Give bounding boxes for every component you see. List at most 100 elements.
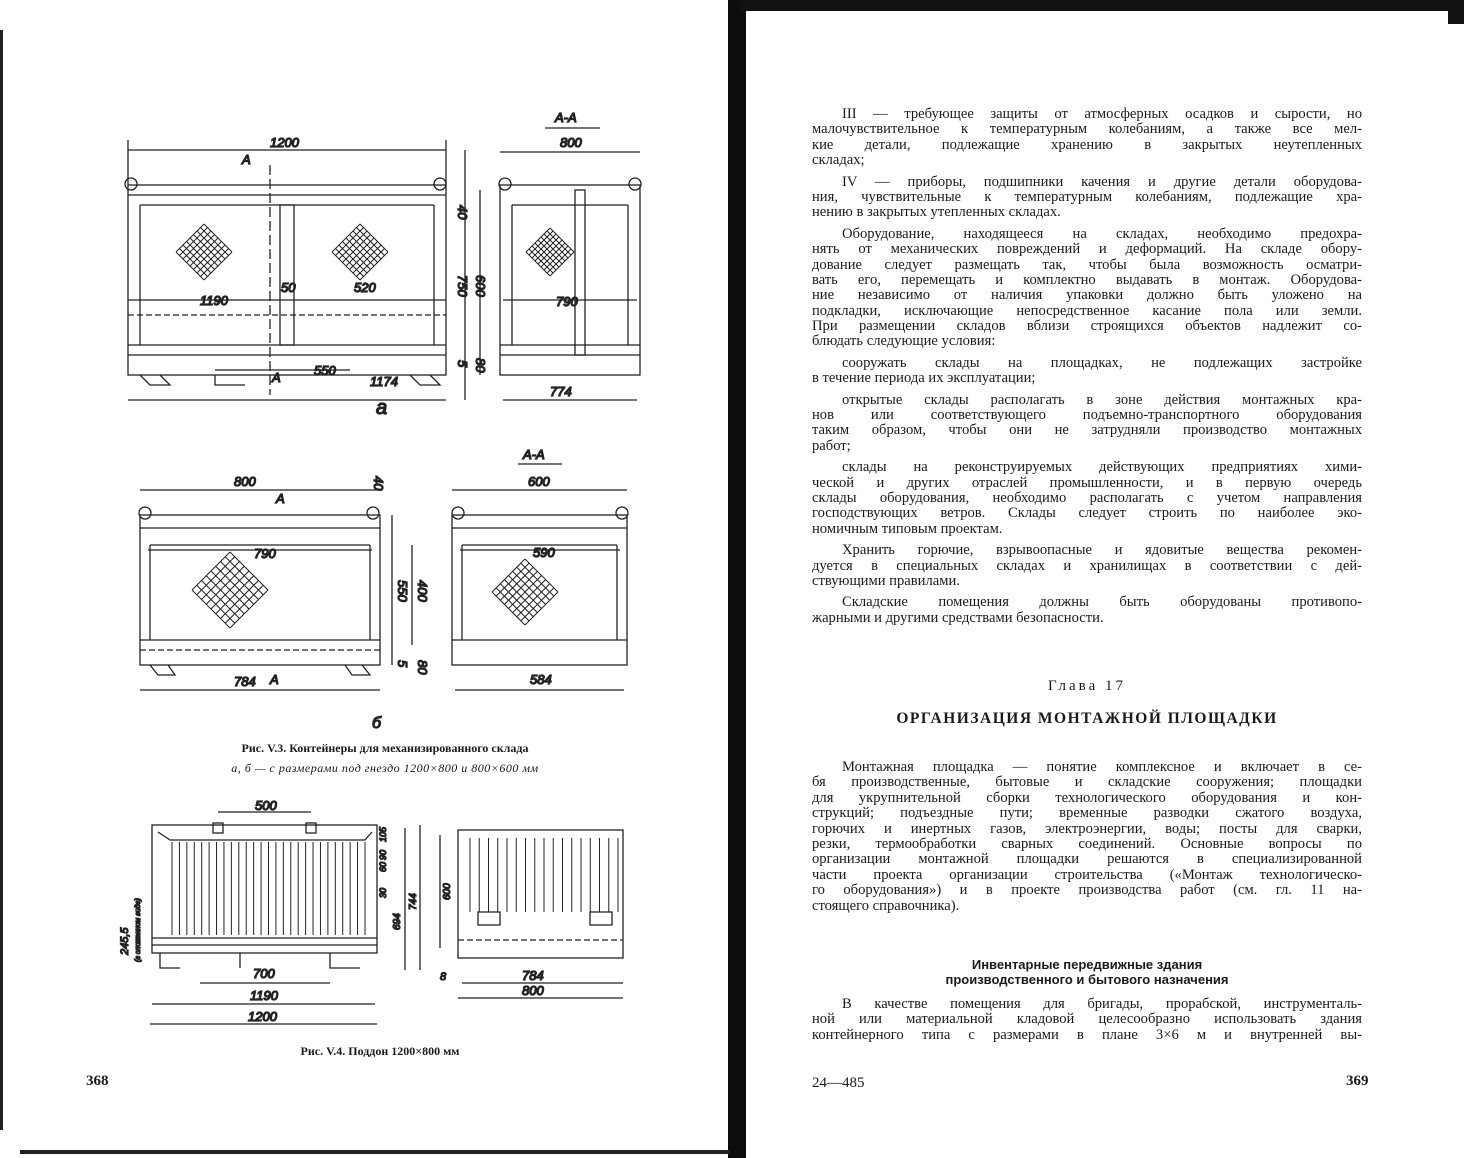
figure-v4-caption: Рис. V.4. Поддон 1200×800 мм bbox=[240, 1044, 520, 1059]
scan-border-corner bbox=[1448, 0, 1464, 24]
text-line: склады на реконструируемых действующих п… bbox=[842, 459, 1362, 476]
hatch-line bbox=[543, 233, 569, 259]
text-line: кие детали, подлежащие хранению в закрыт… bbox=[812, 136, 1362, 153]
hatch-line bbox=[524, 591, 559, 626]
section-marker-a: A bbox=[271, 370, 281, 385]
text-line: таким образом, чтобы они не затрудняли п… bbox=[812, 422, 1362, 439]
section-heading-line: производственного и бытового назначения bbox=[945, 972, 1229, 987]
hatch-line bbox=[345, 237, 375, 267]
text-line: для укрупнительной сборки технологическо… bbox=[812, 789, 1362, 806]
hatch-line bbox=[549, 251, 575, 277]
figure-b-side-view: A-A 600 590 584 bbox=[451, 446, 629, 691]
pallet-slats bbox=[469, 838, 619, 912]
hatch-line bbox=[540, 236, 566, 262]
dim-520: 520 bbox=[354, 280, 376, 295]
text-line: складах; bbox=[812, 152, 865, 169]
hatch-line bbox=[349, 234, 378, 263]
text-line: В качестве помещения для бригады, прораб… bbox=[842, 996, 1362, 1012]
hatch-line bbox=[356, 248, 385, 277]
dim-40: 40 bbox=[371, 476, 386, 491]
text-line: работ; bbox=[812, 437, 851, 454]
hatch-line bbox=[352, 230, 382, 260]
dim-1190: 1190 bbox=[250, 988, 279, 1003]
text-line: При размещении складов вблизи строящихся… bbox=[812, 318, 1362, 335]
dim-790: 790 bbox=[254, 546, 276, 561]
hatch-line bbox=[224, 556, 264, 596]
dim-700: 700 bbox=[253, 966, 275, 981]
mesh-hatch-diamond bbox=[525, 227, 575, 277]
hatch-line bbox=[516, 566, 551, 601]
dim-550: 550 bbox=[314, 363, 336, 378]
technical-drawings: 1200 A 1190 50 520 550 1174 A 40 750 600… bbox=[118, 109, 642, 1025]
page-edge-left bbox=[0, 30, 3, 1130]
dim-80: 80 bbox=[415, 660, 430, 675]
dim-5: 5 bbox=[395, 660, 410, 668]
printer-signature: 24—485 bbox=[812, 1075, 865, 1091]
hatch-line bbox=[546, 248, 572, 274]
dim-600: 600 bbox=[473, 275, 488, 297]
hatch-line bbox=[356, 227, 385, 256]
section-title-a-a: A-A bbox=[522, 447, 545, 462]
text-line: господствующих ветров. Склады следует ст… bbox=[812, 505, 1362, 522]
hatch-line bbox=[203, 251, 233, 281]
hatch-line bbox=[196, 244, 226, 274]
hatch-line bbox=[546, 230, 572, 256]
text-line: жарными и другими средствами безопасност… bbox=[812, 609, 1104, 626]
hatch-line bbox=[220, 561, 259, 600]
text-line: подкладки, исключающие непосредственное … bbox=[812, 302, 1362, 319]
section-marker-a: A bbox=[241, 152, 251, 167]
dim-80: 80 bbox=[473, 358, 488, 373]
text-line: резки, термообработки сварных соединений… bbox=[812, 835, 1362, 852]
dim-245-5: 245,5 bbox=[119, 927, 131, 956]
text-line: стоящего справочника). bbox=[812, 897, 960, 914]
hatch-line bbox=[540, 242, 566, 268]
mesh-hatch-diamond bbox=[491, 558, 559, 626]
dim-800: 800 bbox=[234, 474, 256, 489]
hatch-line bbox=[203, 223, 233, 253]
text-line: дуется в специальных складах и хранилища… bbox=[812, 557, 1362, 574]
dim-8: 8 bbox=[440, 971, 447, 983]
text-line: ческой и других отраслей промышленности,… bbox=[812, 474, 1362, 491]
dim-694: 694 bbox=[392, 913, 403, 930]
chapter-number: Глава 17 bbox=[1048, 678, 1126, 694]
hatch-line bbox=[200, 227, 229, 256]
dim-105: 105 bbox=[378, 826, 388, 842]
dim-60: 60 bbox=[378, 862, 388, 872]
dim-550: 550 bbox=[395, 580, 410, 602]
hatch-line bbox=[224, 584, 264, 624]
figure-letter-a: а bbox=[376, 397, 387, 419]
text-line: ствующими правилами. bbox=[812, 572, 960, 589]
text-line: склады оборудования, необходимо располаг… bbox=[812, 489, 1362, 506]
hatch-line bbox=[520, 587, 555, 622]
text-line: ние независимо от наличия упаковки должн… bbox=[812, 287, 1362, 304]
page-number-left: 368 bbox=[86, 1073, 109, 1089]
hatch-line bbox=[193, 241, 222, 270]
page-number-right: 369 bbox=[1346, 1073, 1369, 1089]
text-line: ния, чувствительные к температурным коле… bbox=[812, 188, 1362, 205]
text-line: блюдать следующие условия: bbox=[812, 333, 996, 350]
text-line: струкций; подъездные пути; временные раз… bbox=[812, 805, 1362, 822]
text-line: го оборудования») и в проекте производст… bbox=[812, 882, 1362, 899]
dim-784: 784 bbox=[234, 674, 256, 689]
text-line: нять от механических повреждений и дефор… bbox=[812, 241, 1362, 258]
hatch-line bbox=[543, 245, 569, 271]
hatch-line bbox=[215, 565, 255, 605]
text-line: номичным типовым проектам. bbox=[812, 520, 1003, 537]
dim-5: 5 bbox=[455, 360, 470, 368]
text-line: IV — приборы, подшипники качения и други… bbox=[842, 173, 1362, 190]
hatch-line bbox=[512, 579, 546, 613]
hatch-line bbox=[215, 575, 255, 615]
dim-774: 774 bbox=[550, 384, 572, 399]
mesh-hatch-diamond bbox=[191, 551, 269, 629]
hatch-line bbox=[352, 244, 382, 274]
hatch-line bbox=[349, 241, 378, 270]
hatch-line bbox=[193, 234, 222, 263]
hatch-line bbox=[200, 248, 229, 277]
dim-744: 744 bbox=[408, 893, 419, 910]
text-line: сооружать склады на площадках, не подлеж… bbox=[842, 354, 1362, 371]
text-line: в течение периода их эксплуатации; bbox=[812, 370, 1036, 387]
dim-50: 50 bbox=[281, 280, 296, 295]
text-line: III — требующее защиты от атмосферных ос… bbox=[842, 106, 1362, 122]
mesh-hatch-diamond bbox=[175, 223, 233, 281]
text-line: горючих и инертных газов, электроэнергии… bbox=[812, 820, 1362, 837]
